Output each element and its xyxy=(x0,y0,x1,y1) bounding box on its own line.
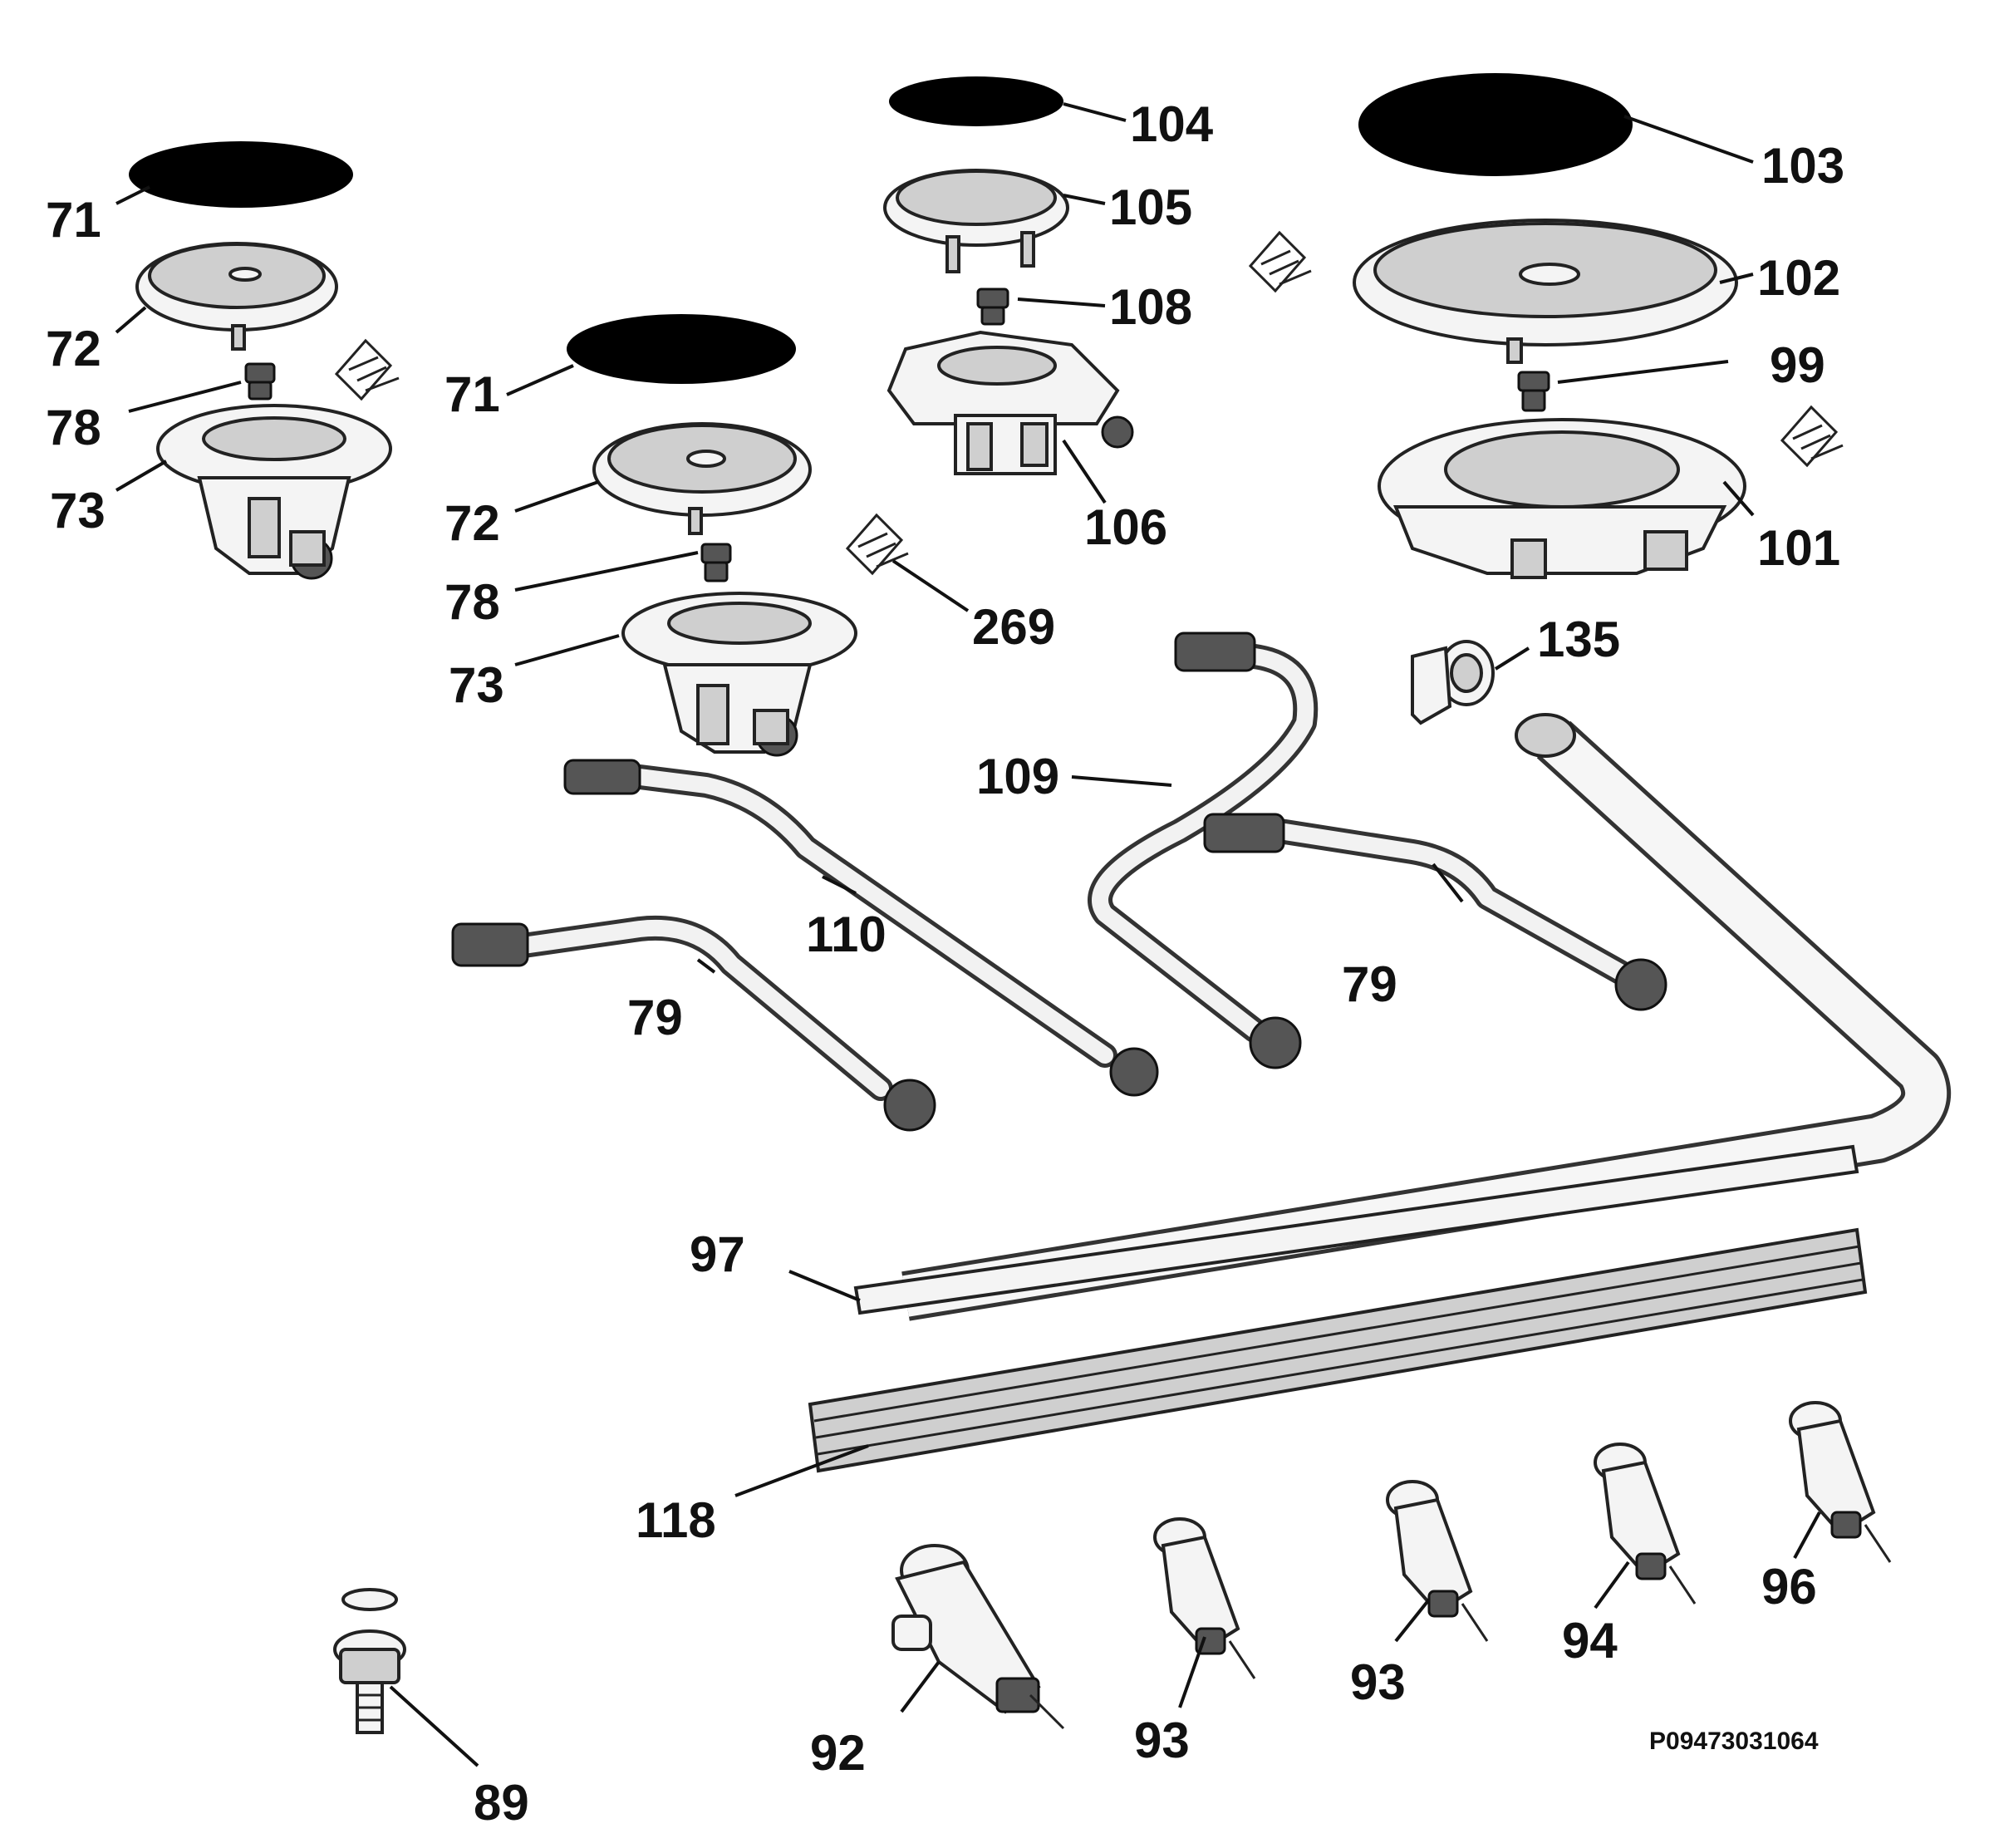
label-78-middle: 78 xyxy=(444,574,500,630)
gas-valve-96 xyxy=(1789,1401,1892,1563)
label-109: 109 xyxy=(976,749,1059,804)
injector-108 xyxy=(976,288,1009,326)
label-73-left: 73 xyxy=(50,483,106,538)
label-72-middle: 72 xyxy=(444,495,500,551)
label-135: 135 xyxy=(1537,612,1620,667)
gas-tube-79-right xyxy=(1203,813,1667,1011)
injector-99 xyxy=(1517,371,1550,412)
label-104: 104 xyxy=(1130,96,1214,152)
gas-valve-93-left xyxy=(1153,1517,1256,1679)
label-108: 108 xyxy=(1109,279,1192,335)
screw-icon-left xyxy=(334,338,400,401)
elbow-fitting-135 xyxy=(1411,640,1495,725)
label-97: 97 xyxy=(690,1226,745,1282)
label-71-left: 71 xyxy=(46,192,101,248)
burner-body-73-middle xyxy=(621,592,857,757)
screw-icon-right xyxy=(1780,405,1844,468)
flame-spreader-72-left xyxy=(135,242,338,351)
label-92: 92 xyxy=(810,1725,866,1781)
support-bracket-97 xyxy=(853,1144,1859,1315)
burner-body-101 xyxy=(1378,418,1746,579)
burner-group-middle xyxy=(567,314,857,757)
gas-tube-79-left xyxy=(451,915,936,1132)
label-79-right: 79 xyxy=(1342,956,1397,1012)
flame-spreader-105 xyxy=(883,169,1069,273)
label-93-left: 93 xyxy=(1134,1713,1190,1768)
burner-body-73-left xyxy=(156,404,392,580)
label-94: 94 xyxy=(1562,1613,1618,1669)
support-rail-118 xyxy=(808,1227,1868,1473)
gas-tube-110 xyxy=(563,759,1159,1097)
burner-cap-71-left xyxy=(129,141,353,208)
flame-spreader-72-middle xyxy=(592,422,812,535)
label-101: 101 xyxy=(1757,520,1840,576)
label-106: 106 xyxy=(1084,499,1167,555)
burner-group-right xyxy=(1353,73,1844,579)
label-71-middle: 71 xyxy=(444,366,500,422)
burner-cap-103 xyxy=(1358,73,1633,176)
label-72-left: 72 xyxy=(46,321,101,376)
label-103: 103 xyxy=(1761,138,1844,194)
gas-tube-109 xyxy=(1088,632,1319,1069)
gas-valve-92 xyxy=(891,1544,1065,1730)
drawing-code: P09473031064 xyxy=(1649,1728,1819,1755)
gas-valve-94 xyxy=(1594,1443,1697,1605)
label-99: 99 xyxy=(1770,337,1825,393)
label-269: 269 xyxy=(972,599,1055,655)
label-79-left: 79 xyxy=(627,990,683,1045)
label-89: 89 xyxy=(474,1775,529,1831)
callout-labels: 71 72 78 73 71 72 78 73 104 105 108 106 … xyxy=(46,96,1844,1831)
leader-lines xyxy=(115,102,1821,1767)
screw-icon-center xyxy=(1248,230,1312,293)
burner-cap-104 xyxy=(889,76,1063,126)
gas-manifold-pipe xyxy=(901,713,1952,1321)
injector-78-middle xyxy=(700,543,732,582)
burner-body-106 xyxy=(886,330,1134,475)
injector-78-left xyxy=(244,362,276,401)
label-78-left: 78 xyxy=(46,400,101,455)
label-93-right: 93 xyxy=(1350,1654,1406,1710)
label-73-middle: 73 xyxy=(449,657,504,713)
label-118: 118 xyxy=(636,1492,716,1548)
screw-269 xyxy=(845,513,909,576)
label-105: 105 xyxy=(1109,179,1192,235)
burner-group-left xyxy=(129,141,400,580)
label-102: 102 xyxy=(1757,250,1840,306)
burner-group-center xyxy=(883,76,1312,475)
connector-fitting-89 xyxy=(333,1588,406,1734)
gas-valve-93-right xyxy=(1386,1480,1489,1642)
burner-cap-71-middle xyxy=(567,314,796,384)
flame-spreader-102 xyxy=(1353,219,1738,364)
label-110: 110 xyxy=(806,907,886,962)
label-96: 96 xyxy=(1761,1559,1817,1615)
